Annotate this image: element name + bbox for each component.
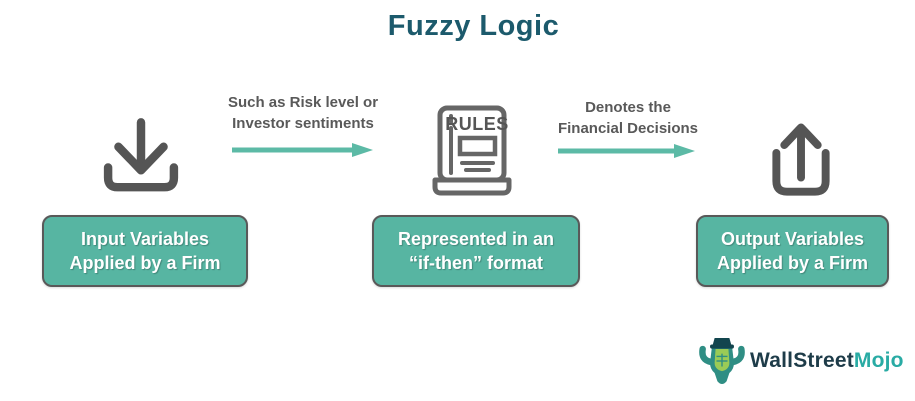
upload-icon (757, 109, 845, 211)
logo-text-mojo: Mojo (853, 349, 904, 372)
page-title: Fuzzy Logic (387, 10, 560, 42)
right-arrow-icon (557, 143, 695, 159)
step-3-label-line2: Applied by a Firm (716, 253, 869, 273)
wallstreetmojo-logo: WallStreetMojo (699, 334, 904, 388)
step-3-label-line1: Output Variables (720, 229, 865, 249)
step-box-if-then-format: Represented in an “if-then” format (372, 215, 580, 287)
connector-2-label: Denotes the Financial Decisions (528, 97, 728, 139)
connector-1-line2: Investor sentiments (232, 115, 374, 132)
logo-text-wallstreet: WallStreet (750, 349, 854, 372)
rules-text: RULES (445, 114, 509, 134)
step-box-output-variables: Output Variables Applied by a Firm (696, 215, 889, 287)
step-1-label-line1: Input Variables (80, 229, 210, 249)
step-1-label-line2: Applied by a Firm (69, 253, 221, 273)
connector-2-line2: Financial Decisions (557, 120, 699, 137)
bull-mascot-icon (699, 338, 745, 384)
connector-1-line1: Such as Risk level or (227, 94, 379, 111)
connector-2-line1: Denotes the (585, 99, 671, 116)
connector-1-label: Such as Risk level or Investor sentiment… (196, 92, 410, 134)
step-2-label-line2: “if-then” format (409, 253, 543, 273)
logo-wordmark: WallStreetMojo (750, 349, 904, 373)
right-arrow-icon (231, 142, 373, 158)
step-2-label-line1: Represented in an (397, 229, 555, 249)
rules-book-icon: RULES (426, 103, 516, 203)
step-box-input-variables: Input Variables Applied by a Firm (42, 215, 248, 287)
download-icon (94, 111, 188, 207)
